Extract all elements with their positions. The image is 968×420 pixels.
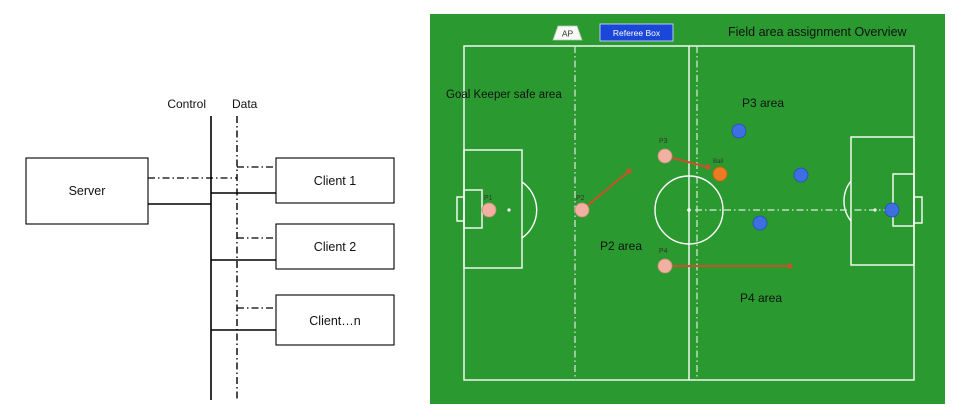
player-p3[interactable]: P3 bbox=[657, 138, 673, 164]
client-n-label: Client…n bbox=[309, 314, 360, 328]
ball[interactable]: Ball bbox=[712, 159, 728, 182]
data-label: Data bbox=[232, 97, 258, 111]
client-n-box bbox=[275, 294, 395, 346]
referee-box-button[interactable]: Referee Box bbox=[599, 23, 674, 42]
player-p4-label: P4 bbox=[659, 248, 668, 255]
center-circle bbox=[654, 175, 724, 245]
zone-lines bbox=[574, 46, 890, 380]
referee-box-label: Referee Box bbox=[613, 28, 661, 38]
left-goal bbox=[456, 196, 465, 222]
left-penalty-arc bbox=[521, 181, 538, 239]
right-goal bbox=[913, 196, 923, 224]
opponent-3[interactable] bbox=[752, 215, 768, 231]
ap-tab[interactable]: AP bbox=[552, 25, 583, 41]
opponent-2[interactable] bbox=[793, 167, 809, 183]
goal-keeper-area-label: Goal Keeper safe area bbox=[446, 89, 562, 101]
player-p2[interactable]: P2 bbox=[574, 195, 590, 218]
left-penalty-spot bbox=[507, 208, 511, 212]
client-1-label: Client 1 bbox=[314, 174, 356, 188]
player-p1[interactable]: P1 bbox=[481, 195, 497, 218]
overview-title: Field area assignment Overview bbox=[728, 25, 908, 39]
p3-arrow-head bbox=[705, 164, 711, 170]
p3-area-label: P3 area bbox=[742, 96, 784, 110]
p4-arrow-head bbox=[787, 263, 793, 269]
opponent-goalkeeper[interactable] bbox=[884, 202, 900, 218]
network-diagram: Control Data Server Client 1 Client 2 Cl… bbox=[25, 97, 395, 400]
soccer-field-panel: AP Referee Box Field area assignment Ove… bbox=[430, 14, 945, 404]
opponent-1[interactable] bbox=[731, 123, 747, 139]
field-markings bbox=[456, 45, 923, 381]
p4-area-label: P4 area bbox=[740, 291, 782, 305]
center-spot bbox=[687, 208, 691, 212]
ball-label: Ball bbox=[713, 159, 723, 165]
player-p2-label: P2 bbox=[576, 195, 585, 202]
client-1-box bbox=[275, 157, 395, 204]
field-background bbox=[430, 14, 945, 404]
server-box bbox=[25, 157, 149, 225]
right-penalty-arc bbox=[843, 180, 852, 222]
ap-tab-label: AP bbox=[562, 29, 574, 39]
p2-arrow bbox=[581, 171, 629, 211]
client-2-label: Client 2 bbox=[314, 240, 356, 254]
p2-area-label: P2 area bbox=[600, 239, 642, 253]
p2-arrow-head bbox=[626, 168, 632, 174]
client-2-box bbox=[275, 223, 395, 270]
server-label: Server bbox=[69, 184, 106, 198]
player-p4[interactable]: P4 bbox=[657, 248, 673, 274]
player-p3-label: P3 bbox=[659, 138, 668, 145]
control-label: Control bbox=[167, 97, 206, 111]
player-p1-label: P1 bbox=[484, 195, 493, 202]
